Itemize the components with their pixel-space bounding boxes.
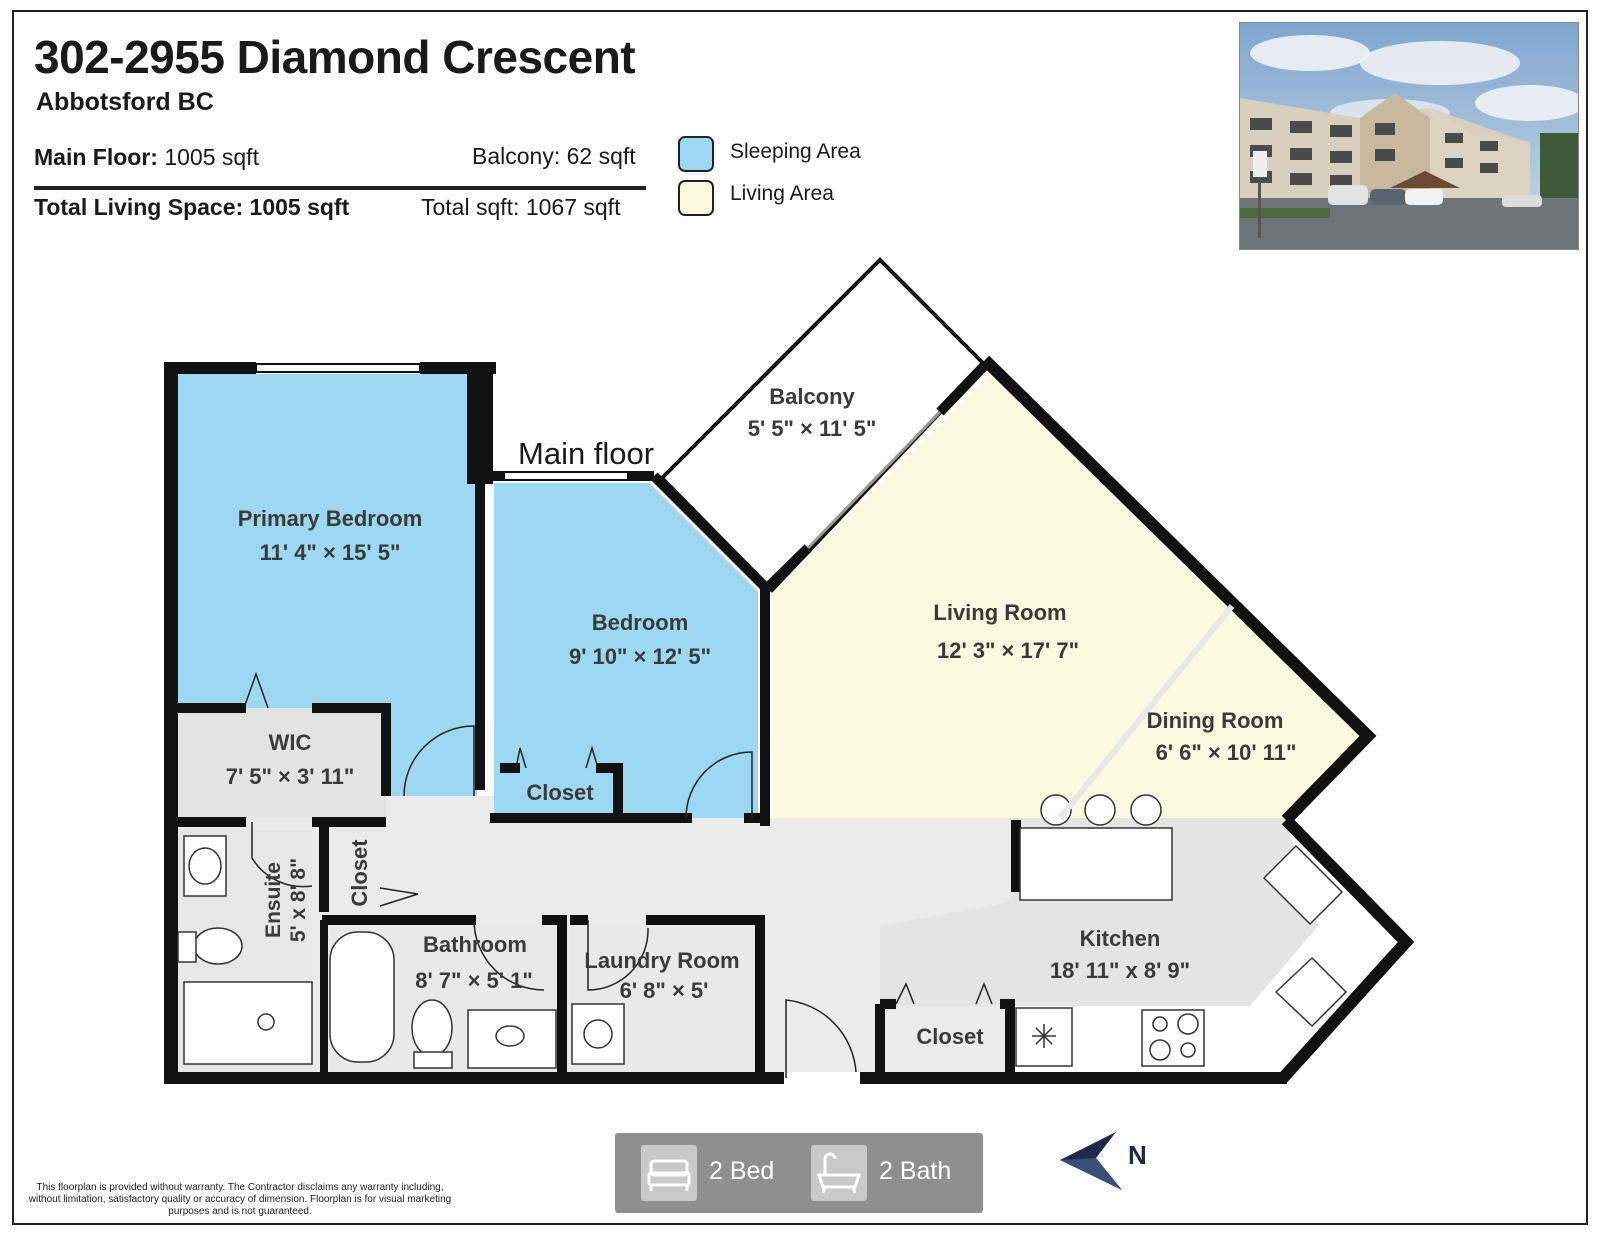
building-photo bbox=[1239, 22, 1579, 250]
window-bedroom bbox=[503, 471, 629, 481]
wic-fill bbox=[178, 708, 386, 818]
washer bbox=[571, 1003, 625, 1065]
laundry-name: Laundry Room bbox=[584, 948, 740, 973]
total-sqft-value: 1067 sqft bbox=[525, 194, 621, 220]
north-label: N bbox=[1128, 1140, 1147, 1170]
property-city: Abbotsford BC bbox=[36, 88, 214, 116]
bedroom-fill bbox=[494, 483, 758, 818]
kitchen-closet-wall bbox=[875, 999, 1015, 1072]
balcony-name: Balcony bbox=[769, 384, 855, 409]
ensuite-shower bbox=[183, 981, 313, 1065]
summary-badge: 2 Bed 2 Bath bbox=[615, 1133, 983, 1213]
header-divider bbox=[34, 186, 646, 190]
floor-label: Main floor bbox=[518, 436, 655, 471]
total-living-area: Total Living Space: 1005 sqft bbox=[34, 194, 349, 221]
page-frame bbox=[12, 10, 1588, 1225]
ensuite-toilet bbox=[193, 927, 243, 965]
total-living-label: Total Living Space: bbox=[34, 194, 244, 220]
north-arrow-icon bbox=[1060, 1128, 1160, 1197]
door-primary bbox=[403, 725, 475, 797]
living-room-fill bbox=[772, 372, 1360, 818]
primary-bedroom-dims: 11' 4" × 15' 5" bbox=[259, 540, 401, 565]
bar-stool-2 bbox=[1084, 794, 1116, 826]
bed-icon bbox=[641, 1145, 697, 1201]
kitchen-dims: 18' 11" x 8' 9" bbox=[1049, 958, 1191, 983]
bedroom-diag-wall bbox=[650, 472, 769, 591]
balcony-label: Balcony: bbox=[472, 143, 561, 169]
main-floor-value: 1005 sqft bbox=[164, 144, 259, 170]
living-room-dims: 12' 3" × 17' 7" bbox=[936, 638, 1080, 663]
closet-bedroom-name: Closet bbox=[526, 780, 594, 805]
bath-north-wall bbox=[322, 915, 567, 1072]
property-title: 302-2955 Diamond Crescent bbox=[34, 31, 636, 83]
door-bedroom bbox=[685, 751, 753, 819]
dishwasher bbox=[1274, 956, 1348, 1028]
window-primary bbox=[255, 363, 421, 373]
door-laundry bbox=[587, 920, 649, 991]
bedroom-name: Bedroom bbox=[591, 610, 689, 635]
bathtub bbox=[329, 931, 395, 1063]
wic-dims: 7' 5" × 3' 11" bbox=[225, 764, 355, 789]
wic-name: WIC bbox=[268, 730, 312, 755]
ensuite-name: Ensuite bbox=[262, 862, 285, 938]
disclaimer-text: This floorplan is provided without warra… bbox=[28, 1182, 452, 1217]
total-sqft-label: Total sqft: bbox=[421, 194, 520, 220]
beds-count: 2 Bed bbox=[709, 1157, 775, 1185]
door-entry bbox=[785, 999, 857, 1078]
dining-room-name: Dining Room bbox=[1146, 708, 1284, 733]
door-bathroom bbox=[473, 919, 545, 991]
main-floor-area: Main Floor: 1005 sqft bbox=[34, 144, 259, 171]
bar-stool-3 bbox=[1130, 794, 1162, 826]
laundry-walls bbox=[570, 915, 765, 1072]
legend-label-living: Living Area bbox=[730, 182, 834, 205]
legend-swatch-sleeping bbox=[678, 136, 714, 172]
total-living-value: 1005 sqft bbox=[249, 194, 350, 220]
balcony-door-wall bbox=[761, 361, 989, 594]
bath-toilet bbox=[411, 999, 453, 1057]
laundry-dims: 6' 8" × 5' bbox=[619, 978, 709, 1003]
balcony-area: Balcony: 62 sqft bbox=[472, 143, 636, 170]
legend-swatch-living bbox=[678, 180, 714, 216]
bathroom-dims: 8' 7" × 5' 1" bbox=[415, 968, 533, 993]
kitchen-name: Kitchen bbox=[1079, 926, 1161, 951]
baths-count: 2 Bath bbox=[879, 1157, 952, 1185]
closet-entry-name: Closet bbox=[916, 1024, 984, 1049]
total-sqft: Total sqft: 1067 sqft bbox=[421, 194, 620, 221]
primary-bedroom-name: Primary Bedroom bbox=[237, 506, 423, 531]
living-room-name: Living Room bbox=[933, 600, 1067, 625]
legend-label-sleeping: Sleeping Area bbox=[730, 140, 861, 163]
kitchen-sink bbox=[1262, 844, 1344, 926]
primary-bedroom-fill bbox=[178, 374, 477, 796]
kitchen-island bbox=[1019, 827, 1173, 901]
balcony-value: 62 sqft bbox=[566, 143, 636, 169]
bathroom-name: Bathroom bbox=[423, 932, 527, 957]
closet-hall-name: Closet bbox=[347, 839, 372, 907]
bedroom-dims: 9' 10" × 12' 5" bbox=[568, 644, 712, 669]
main-floor-label: Main Floor: bbox=[34, 144, 158, 170]
bath-icon bbox=[811, 1145, 867, 1201]
primary-south-wall bbox=[174, 703, 391, 796]
dining-room-dims: 6' 6" × 10' 11" bbox=[1155, 740, 1297, 765]
ensuite-dims: 5' x 8' 8" bbox=[287, 857, 310, 943]
kitchen-east-wall bbox=[1278, 815, 1415, 1083]
door-ensuite bbox=[251, 822, 313, 888]
balcony-dims: 5' 5" × 11' 5" bbox=[747, 416, 877, 441]
kitchen-fill bbox=[880, 818, 1318, 1006]
living-north-diag bbox=[980, 355, 1377, 825]
